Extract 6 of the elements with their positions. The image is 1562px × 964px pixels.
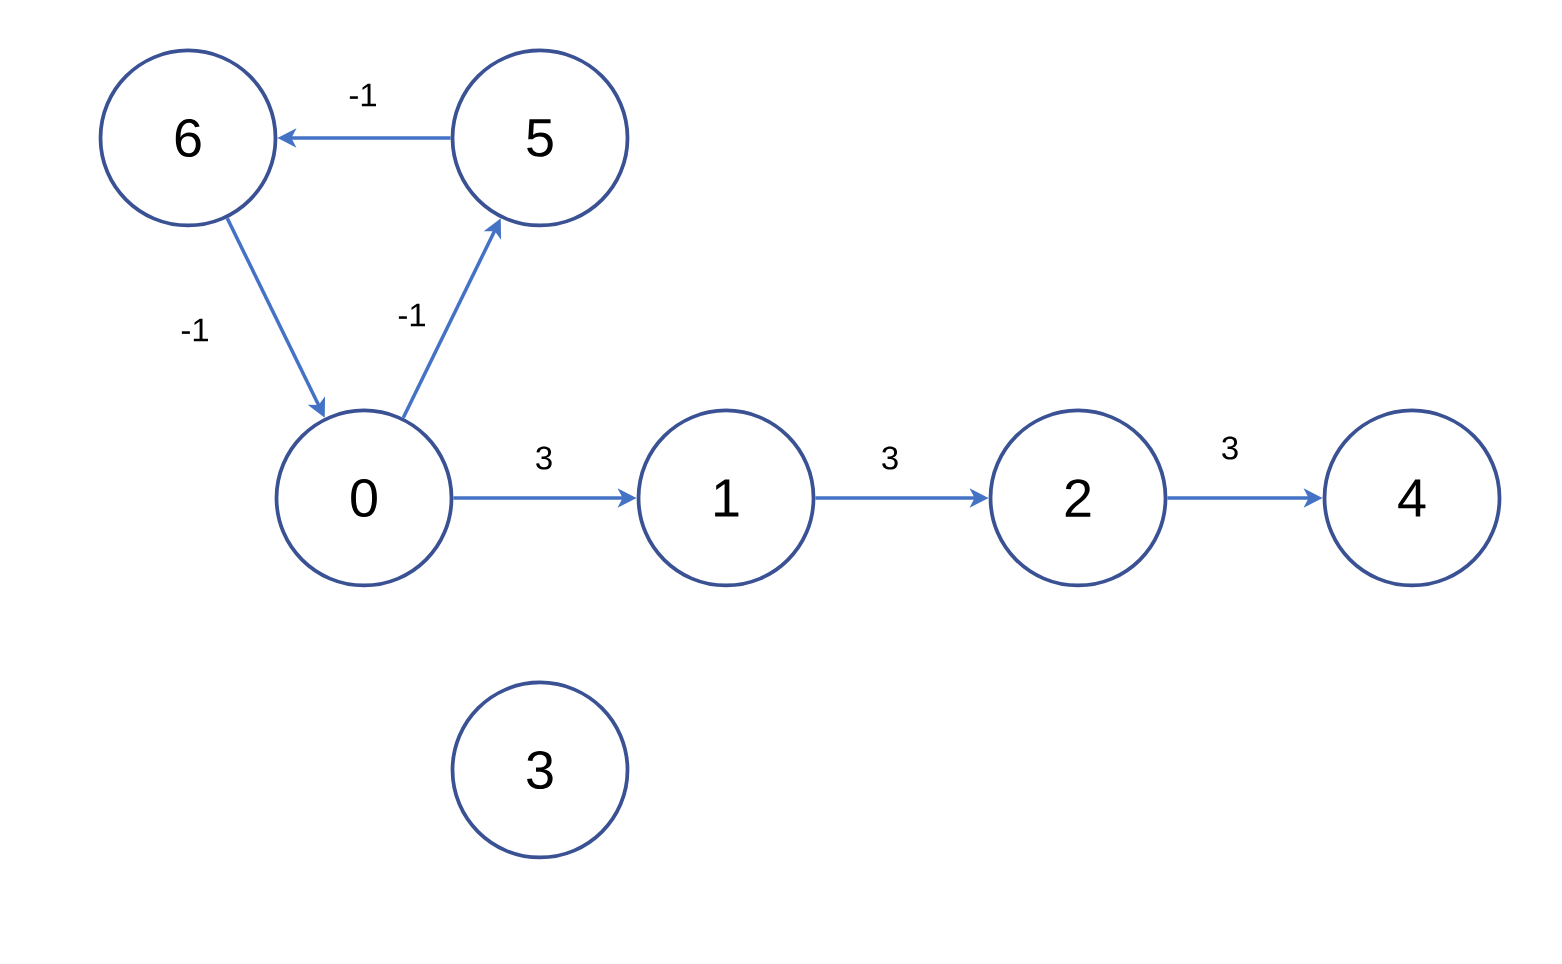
edge-label: -1 xyxy=(346,81,380,109)
edge-label: -1 xyxy=(395,301,429,329)
edge-label: -1 xyxy=(178,316,212,344)
edge-label: 3 xyxy=(878,444,902,472)
edge-label: 3 xyxy=(1218,434,1242,462)
edge-label: 3 xyxy=(532,444,556,472)
